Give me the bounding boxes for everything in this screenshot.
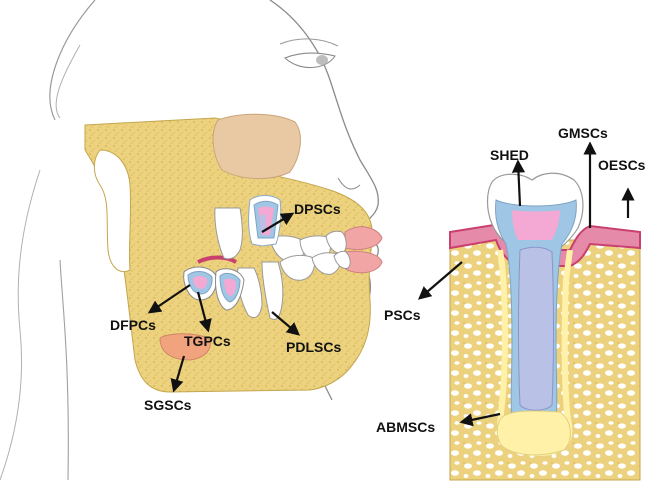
nose-line: [338, 178, 360, 189]
label-dpscs: DPSCs: [294, 201, 341, 217]
label-abmscs: ABMSCs: [376, 419, 435, 435]
pulp-canal: [519, 247, 554, 410]
tooth-cross-section: [450, 173, 640, 480]
upper-lip: [345, 227, 382, 250]
developing-molar: [249, 196, 281, 247]
label-gmscs: GMSCs: [558, 125, 608, 141]
hair-back: [0, 170, 40, 480]
label-sgscs: SGSCs: [144, 397, 192, 413]
maxilla: [213, 114, 300, 178]
condyle-notch: [94, 150, 130, 272]
apical-papilla: [497, 411, 570, 455]
label-oescs: OESCs: [598, 157, 646, 173]
label-shed: SHED: [490, 147, 529, 163]
tooth-pulp: [512, 210, 560, 240]
neck-line: [60, 260, 68, 480]
label-pscs: PSCs: [384, 307, 421, 323]
label-pdlscs: PDLSCs: [286, 339, 341, 355]
label-dfpcs: DFPCs: [110, 317, 156, 333]
label-tgpcs: TGPCs: [184, 333, 231, 349]
